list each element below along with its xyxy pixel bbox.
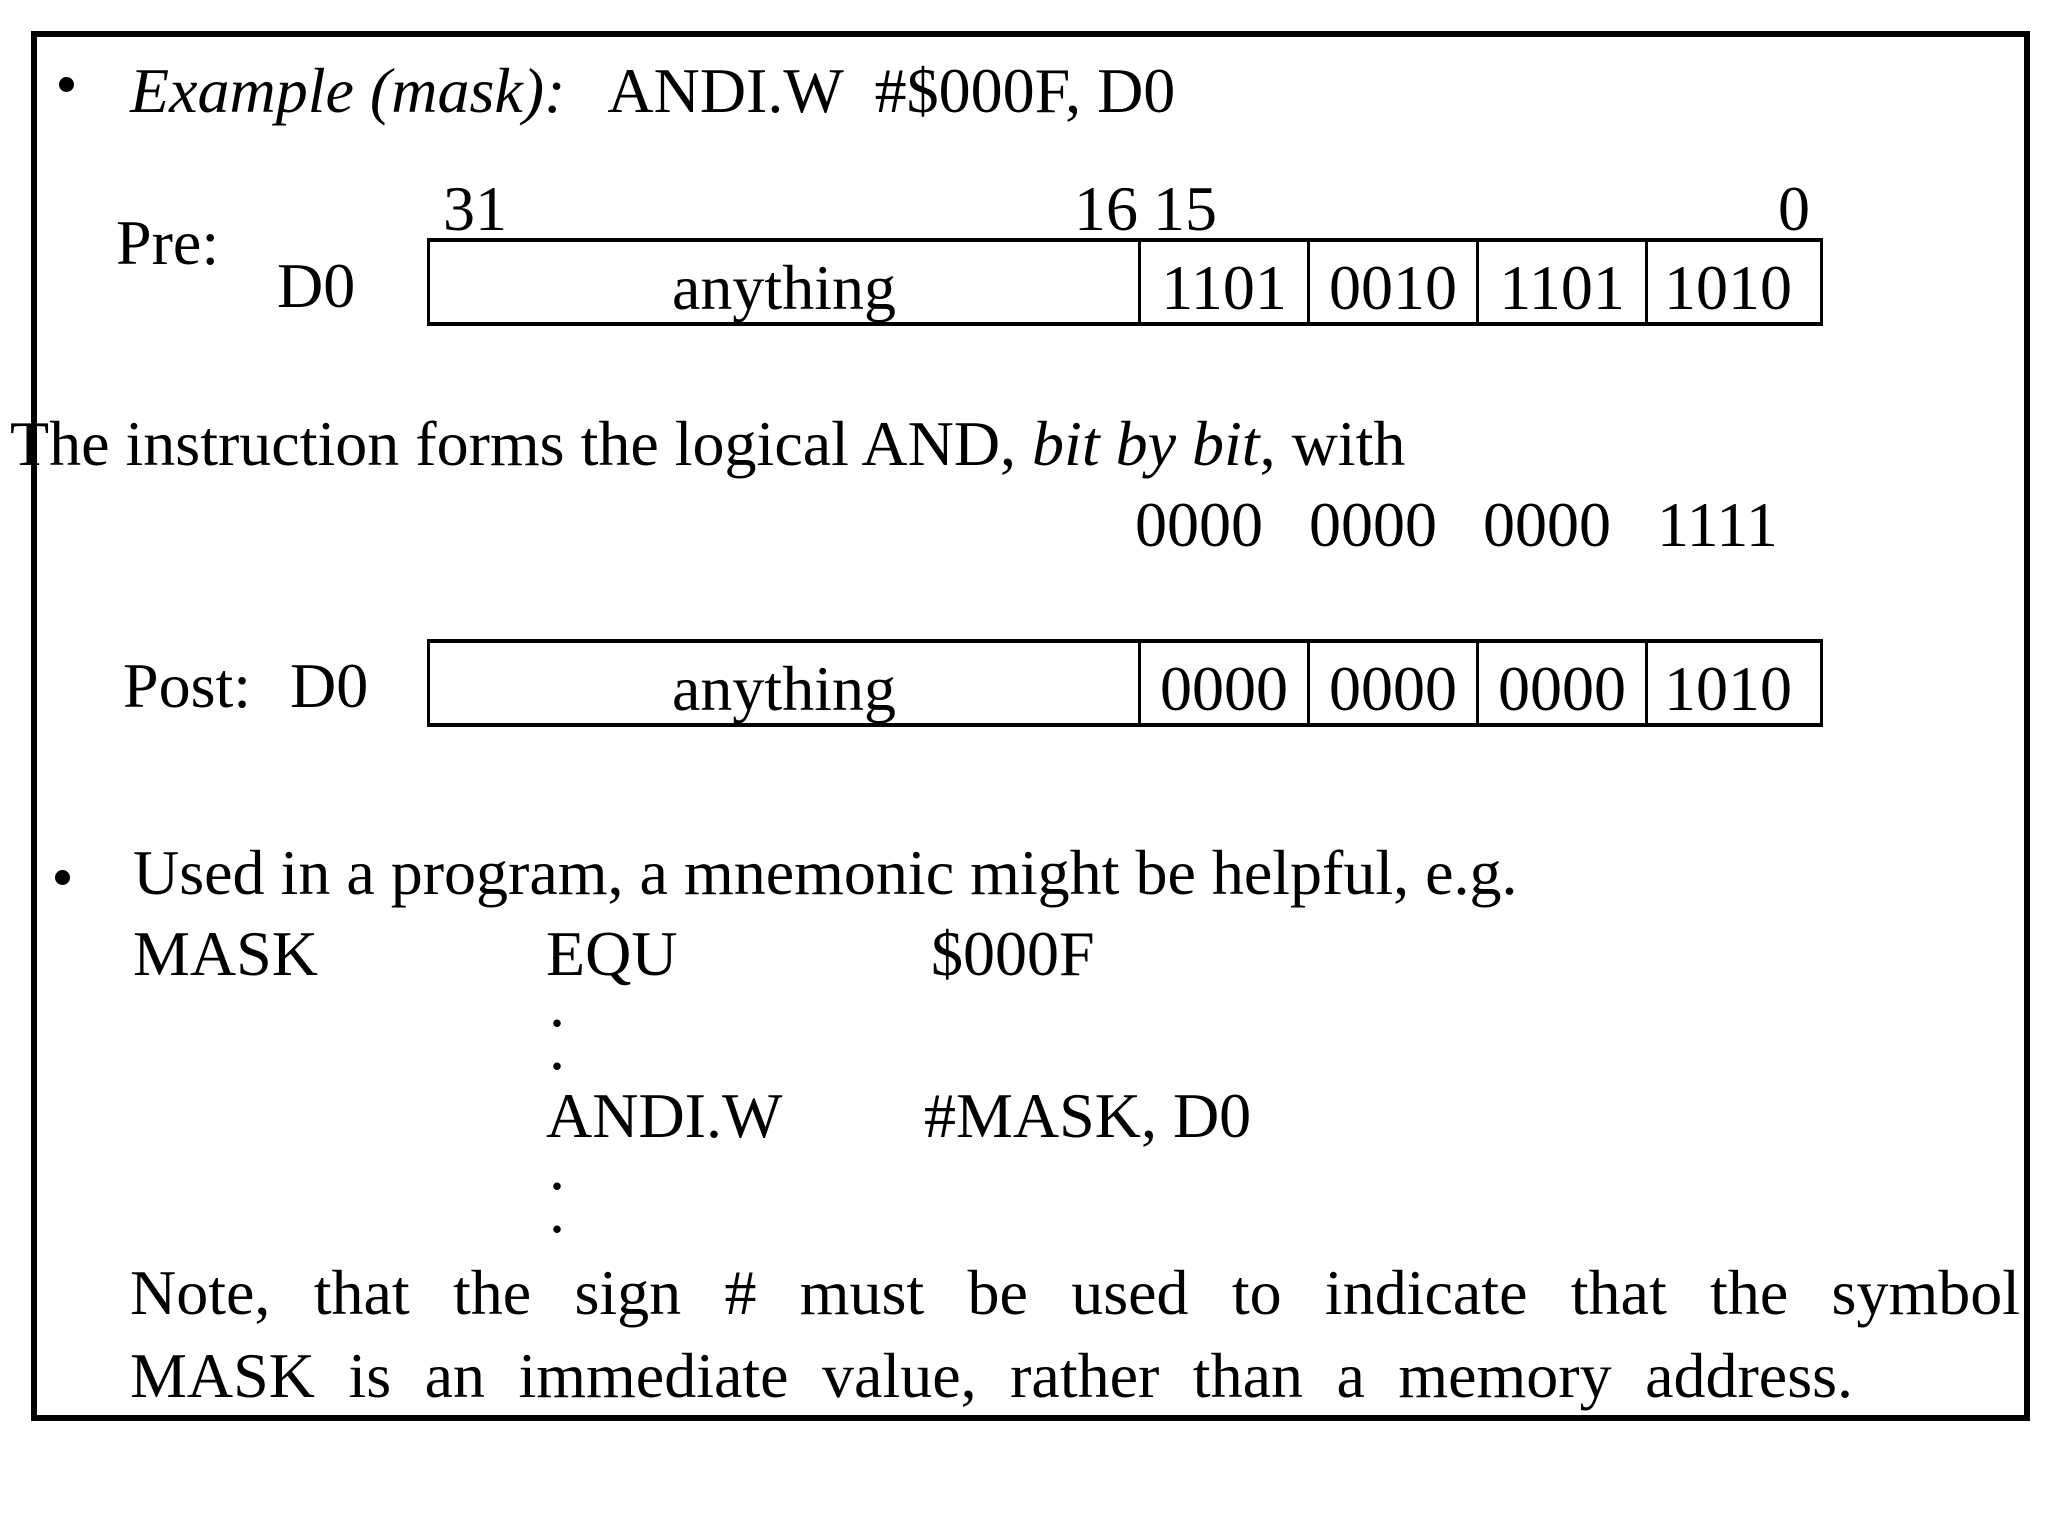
heading-emphasis: Example (mask): bbox=[130, 55, 566, 126]
explanation-line: The instruction forms the logical AND, b… bbox=[10, 408, 1406, 479]
bullet-icon bbox=[59, 77, 74, 92]
code-operands: #MASK, D0 bbox=[924, 1080, 1252, 1151]
bit-label-15: 15 bbox=[1153, 173, 1217, 244]
code-mnemonic: ANDI.W bbox=[546, 1080, 783, 1151]
mask-nibble: 1111 bbox=[1657, 489, 1778, 560]
bit-label-31: 31 bbox=[443, 173, 507, 244]
code-symbol: MASK bbox=[133, 918, 318, 989]
ellipsis-dot: . bbox=[549, 1175, 565, 1246]
vertical-ellipsis: . . bbox=[549, 1132, 565, 1246]
explanation-before: The instruction forms the logical AND, bbox=[10, 408, 1033, 479]
heading-instruction: ANDI.W #$000F, D0 bbox=[607, 55, 1176, 126]
mask-nibble: 0000 bbox=[1135, 489, 1263, 560]
slide-frame bbox=[31, 31, 2030, 1421]
upper-word-cell: anything bbox=[672, 251, 896, 323]
code-directive: EQU bbox=[546, 918, 678, 989]
post-register-box: anything 0000 0000 0000 1010 bbox=[427, 639, 1823, 727]
mask-nibble: 0000 bbox=[1483, 489, 1611, 560]
pre-label: Pre: bbox=[116, 207, 220, 278]
nibble-cell: 1101 bbox=[1138, 242, 1307, 323]
heading-line: Example (mask): ANDI.W #$000F, D0 bbox=[130, 55, 1176, 126]
pre-register-box: anything 1101 0010 1101 1010 bbox=[427, 238, 1823, 326]
pre-register-name: D0 bbox=[277, 250, 356, 321]
nibble-cell: 0000 bbox=[1138, 643, 1307, 724]
nibble-cell: 0010 bbox=[1307, 242, 1476, 323]
explanation-after: , with bbox=[1259, 408, 1406, 479]
mask-nibble: 0000 bbox=[1309, 489, 1437, 560]
nibble-cell: 0000 bbox=[1307, 643, 1476, 724]
bit-label-0: 0 bbox=[1778, 173, 1810, 244]
explanation-emphasis: bit by bit bbox=[1032, 408, 1260, 479]
mask-bits-row: 0000 0000 0000 1111 bbox=[1135, 489, 1778, 560]
ellipsis-dot: . bbox=[549, 1012, 565, 1083]
code-value: $000F bbox=[931, 918, 1095, 989]
usage-line: Used in a program, a mnemonic might be h… bbox=[133, 837, 1518, 908]
nibble-cell: 1010 bbox=[1645, 242, 1808, 323]
post-register-name: D0 bbox=[290, 650, 369, 721]
vertical-ellipsis: . . bbox=[549, 969, 565, 1083]
nibble-cell: 1101 bbox=[1476, 242, 1645, 323]
upper-word-cell: anything bbox=[672, 652, 896, 724]
nibble-cell: 0000 bbox=[1476, 643, 1645, 724]
nibble-cell: 1010 bbox=[1645, 643, 1808, 724]
ellipsis-dot: . bbox=[549, 1132, 565, 1203]
bullet-icon bbox=[55, 870, 70, 885]
ellipsis-dot: . bbox=[549, 969, 565, 1040]
note-line-2: MASK is an immediate value, rather than … bbox=[130, 1340, 1853, 1411]
note-line-1: Note, that the sign # must be used to in… bbox=[130, 1257, 2020, 1328]
bit-label-16: 16 bbox=[1074, 173, 1138, 244]
post-label: Post: bbox=[123, 650, 252, 721]
